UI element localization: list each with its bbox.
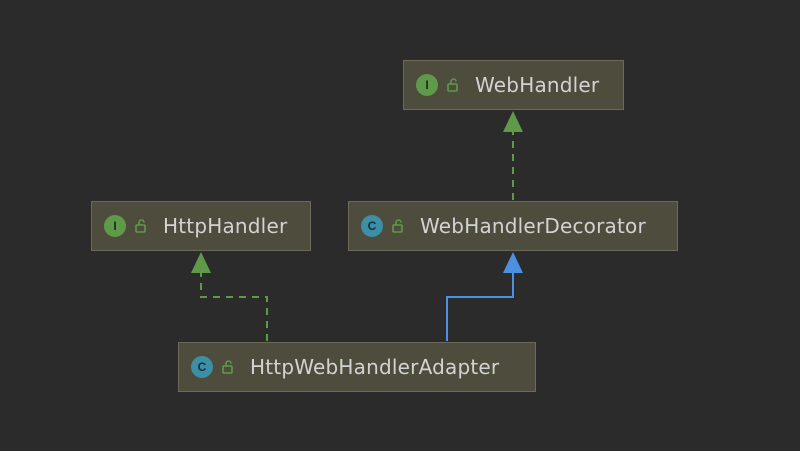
node-httpwebhandleradapter[interactable]: C HttpWebHandlerAdapter — [178, 342, 536, 392]
interface-badge-icon: I — [416, 74, 438, 96]
public-visibility-icon — [447, 78, 458, 92]
node-label: WebHandlerDecorator — [420, 214, 646, 238]
arrowhead-implements-icon — [191, 252, 211, 273]
edge-httpwebhandleradapter-extends-webhandlerdecorator — [446, 252, 523, 341]
class-badge-icon: C — [361, 215, 383, 237]
public-visibility-icon — [222, 360, 233, 374]
class-badge-icon: C — [191, 356, 213, 378]
node-label: HttpHandler — [163, 214, 288, 238]
arrowhead-implements-icon — [503, 111, 523, 132]
edge-httpwebhandleradapter-implements-httphandler — [191, 252, 268, 341]
interface-badge-icon: I — [104, 215, 126, 237]
node-label: WebHandler — [475, 73, 600, 97]
arrowhead-extends-icon — [503, 252, 523, 273]
node-webhandlerdecorator[interactable]: C WebHandlerDecorator — [348, 201, 678, 251]
edge-webhandlerdecorator-implements-webhandler — [503, 111, 523, 200]
public-visibility-icon — [392, 219, 403, 233]
node-webhandler[interactable]: I WebHandler — [403, 60, 624, 110]
node-httphandler[interactable]: I HttpHandler — [91, 201, 311, 251]
public-visibility-icon — [135, 219, 146, 233]
node-label: HttpWebHandlerAdapter — [250, 355, 500, 379]
